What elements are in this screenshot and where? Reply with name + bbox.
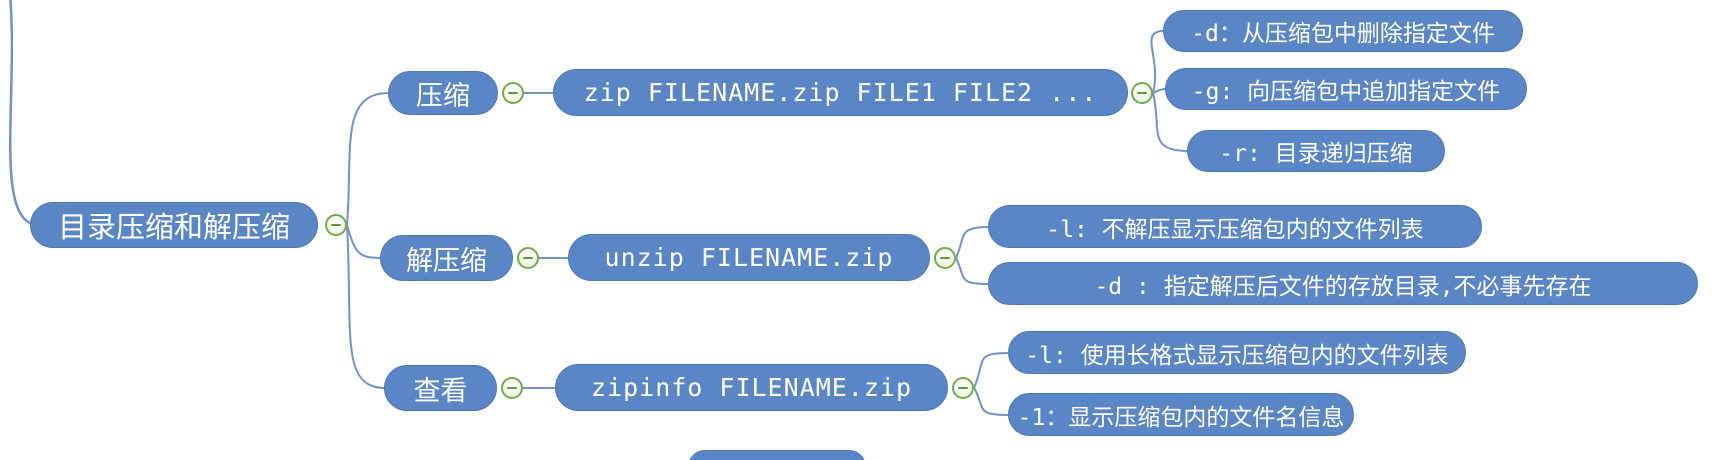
option-zip-g[interactable]: -g: 向压缩包中追加指定文件 (1165, 68, 1527, 110)
collapse-toggle-unzip-command[interactable] (934, 247, 956, 269)
collapse-toggle-root[interactable] (325, 214, 347, 236)
root-topic[interactable]: 目录压缩和解压缩 (30, 202, 318, 248)
connector-zip-opt-d (1150, 30, 1165, 94)
incoming-branch-line (9, 0, 31, 225)
connector-zip-opt-g (1152, 88, 1167, 94)
option-zip-d[interactable]: -d：从压缩包中删除指定文件 (1163, 10, 1523, 52)
connector-unzip-opt-d (955, 257, 990, 285)
collapse-toggle-compress[interactable] (502, 82, 524, 104)
partial-node-bottom[interactable] (688, 450, 866, 460)
collapse-toggle-zipinfo-command[interactable] (952, 377, 974, 399)
connector-root-view (346, 224, 386, 389)
connector-zip-opt-r (1152, 92, 1189, 152)
option-unzip-l[interactable]: -l: 不解压显示压缩包内的文件列表 (988, 205, 1482, 248)
collapse-toggle-decompress[interactable] (517, 247, 539, 269)
option-zipinfo-l[interactable]: -l: 使用长格式显示压缩包内的文件列表 (1008, 331, 1466, 374)
topic-view[interactable]: 查看 (384, 365, 497, 411)
connector-root-compress (346, 92, 390, 226)
collapse-toggle-view[interactable] (501, 377, 523, 399)
connector-zipinfo-opt-1 (973, 387, 1010, 416)
option-unzip-d[interactable]: -d : 指定解压后文件的存放目录,不必事先存在 (988, 262, 1698, 305)
topic-compress[interactable]: 压缩 (388, 71, 498, 115)
option-zipinfo-1[interactable]: -1：显示压缩包内的文件名信息 (1008, 393, 1354, 436)
connector-root-decompress (346, 224, 382, 259)
command-unzip[interactable]: unzip FILENAME.zip (568, 234, 930, 281)
connector-unzip-opt-l (955, 226, 990, 259)
option-zip-r[interactable]: -r: 目录递归压缩 (1187, 130, 1445, 172)
command-zip[interactable]: zip FILENAME.zip FILE1 FILE2 ... (553, 69, 1128, 116)
topic-decompress[interactable]: 解压缩 (380, 235, 513, 281)
connector-zipinfo-opt-l (973, 352, 1010, 389)
command-zipinfo[interactable]: zipinfo FILENAME.zip (555, 364, 948, 411)
collapse-toggle-zip-command[interactable] (1131, 82, 1153, 104)
